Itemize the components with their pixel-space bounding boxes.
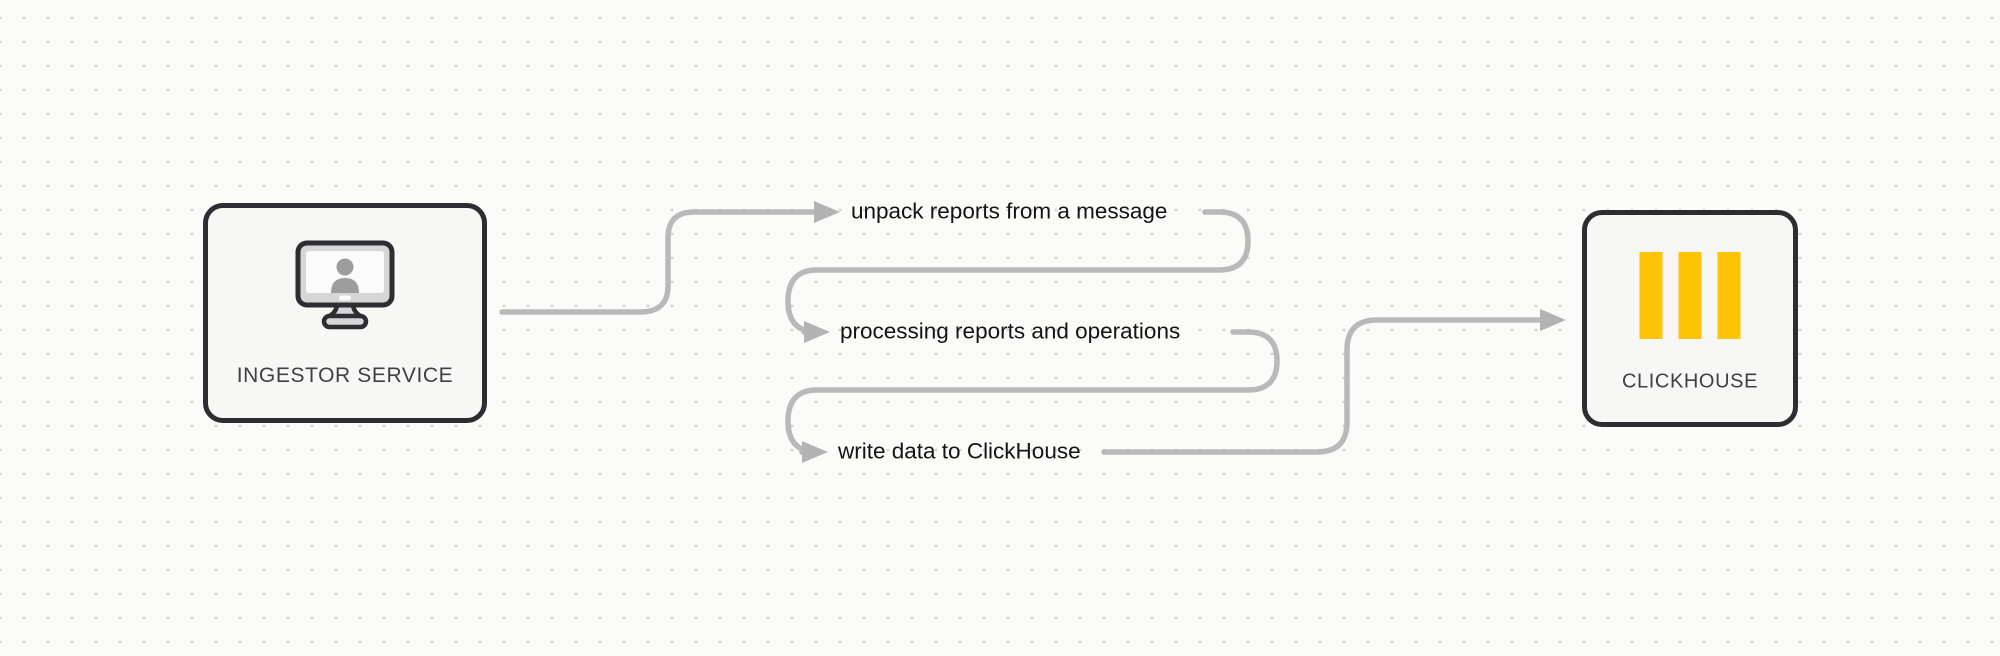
arrowhead-step2-icon (804, 321, 830, 343)
connector-ingestor-to-step1 (499, 209, 817, 315)
connector-step2-to-step3 (785, 329, 1280, 455)
node-ingestor-service: INGESTOR SERVICE (203, 203, 487, 423)
connector-step1-to-step2 (785, 209, 1251, 335)
clickhouse-bars-icon (1639, 252, 1741, 339)
step-label-processing: processing reports and operations (840, 318, 1181, 344)
arrowhead-step3-icon (802, 441, 828, 463)
node-clickhouse: CLICKHOUSE (1582, 210, 1798, 427)
node-label-clickhouse: CLICKHOUSE (1621, 370, 1759, 393)
arrowhead-step1-icon (814, 201, 840, 223)
step-label-unpack: unpack reports from a message (851, 198, 1168, 224)
monitor-user-icon (295, 240, 395, 330)
node-label-ingestor: INGESTOR SERVICE (236, 364, 454, 387)
step-label-write: write data to ClickHouse (838, 438, 1081, 464)
connector-step3-to-clickhouse (1101, 317, 1543, 455)
arrowhead-clickhouse-icon (1540, 309, 1566, 331)
